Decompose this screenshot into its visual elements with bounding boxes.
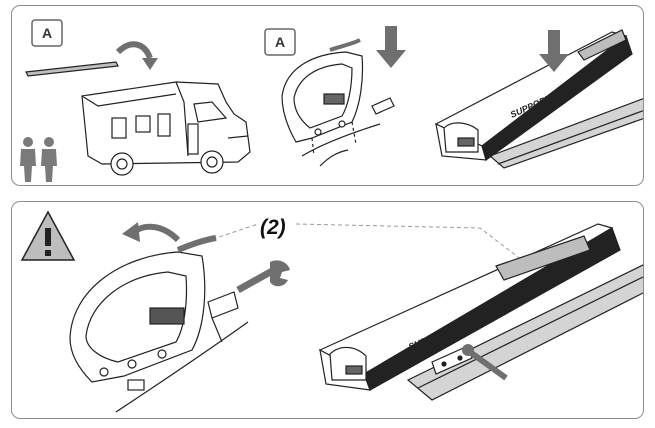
- callout-label: (2): [260, 216, 286, 239]
- awning-rail-bottom: [318, 223, 643, 401]
- curved-arrow-icon: [115, 41, 158, 70]
- arrow-down-icon: [376, 26, 406, 68]
- bottom-panel-drawing: (2): [20, 210, 643, 413]
- camper-van-illustration: [81, 81, 251, 176]
- awning-end-cap-large: [69, 235, 249, 413]
- two-people-icon: [20, 137, 57, 182]
- top-instruction-panel: A: [11, 5, 644, 186]
- awning-rail-top: [434, 29, 643, 169]
- wrench-icon: [236, 260, 290, 294]
- svg-text:A: A: [42, 25, 52, 41]
- curved-arrow-icon-2: [122, 222, 181, 243]
- callout-leader-lines: [185, 223, 523, 261]
- bottom-instruction-panel: (2): [11, 201, 644, 419]
- rail-part-a: [25, 61, 119, 77]
- wrench-icon-2: [462, 344, 508, 381]
- part-a-label-1: A: [31, 19, 63, 47]
- svg-text:(2): (2): [260, 216, 286, 239]
- warning-triangle-icon: [20, 210, 76, 261]
- awning-end-cap: [281, 38, 395, 167]
- arrow-down-icon-2: [539, 30, 569, 72]
- part-a-label-2: A: [264, 28, 296, 56]
- svg-text:A: A: [275, 34, 285, 50]
- top-panel-drawing: A: [20, 19, 643, 182]
